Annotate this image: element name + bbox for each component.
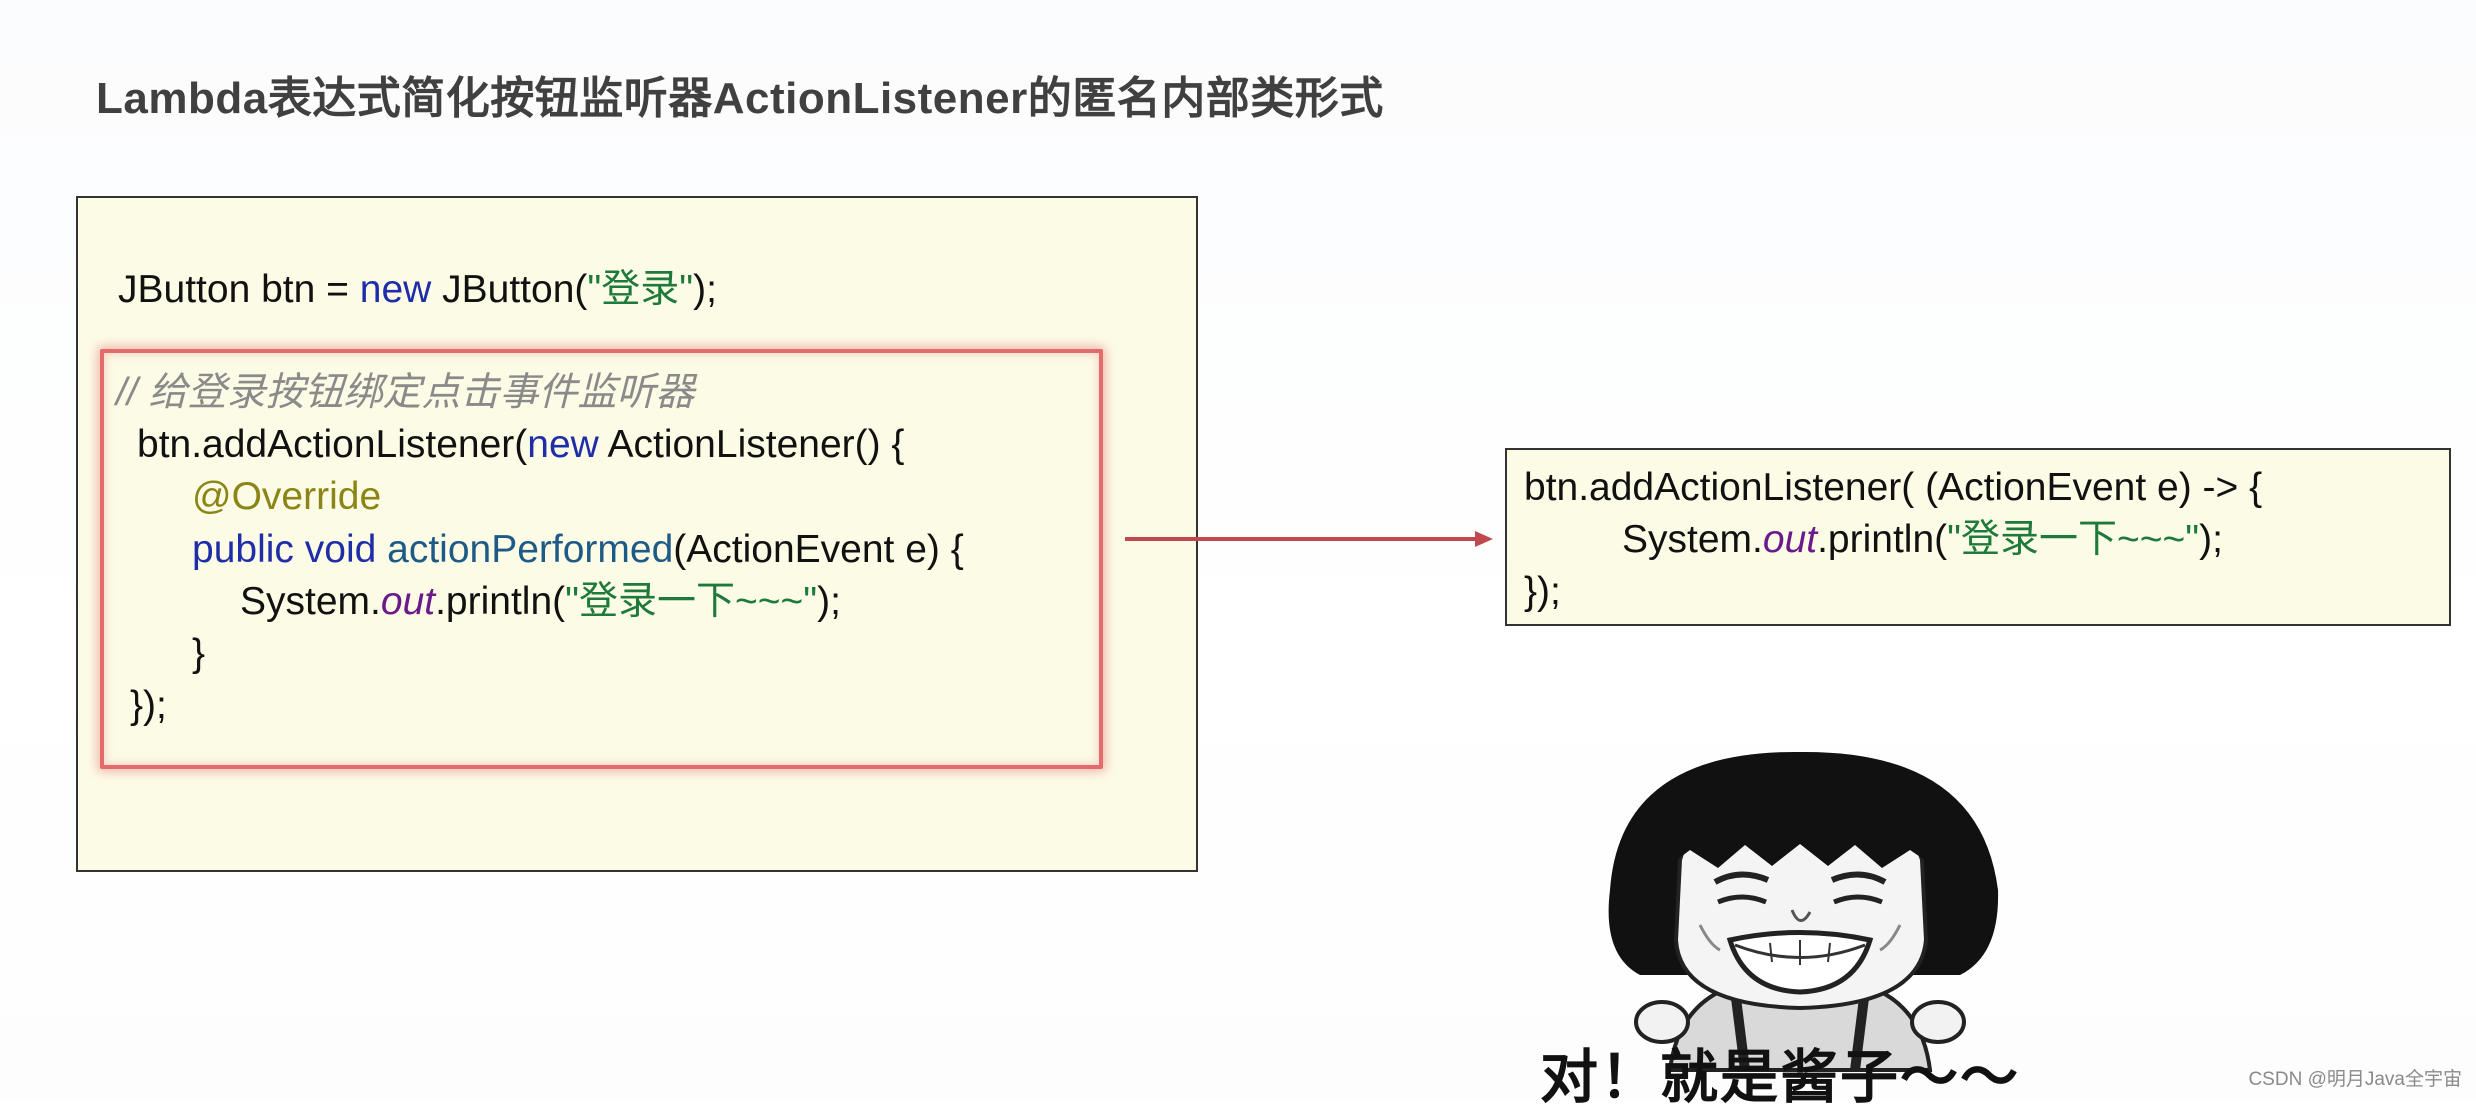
meme-caption: 对！就是酱子～～: [1540, 1043, 2021, 1111]
code-line-override: @Override: [192, 475, 382, 518]
meme-illustration: [1608, 751, 1999, 1072]
code-comment: // 给登录按钮绑定点击事件监听器: [116, 371, 695, 414]
lambda-line-add-listener: btn.addActionListener( (ActionEvent e) -…: [1524, 466, 2263, 509]
code-line-close-method: }: [192, 632, 206, 675]
code-line-close-listener: });: [130, 684, 167, 727]
csdn-watermark: CSDN @明月Java全宇宙: [2248, 1069, 2462, 1090]
code-line-jbutton: JButton btn = new JButton("登录");: [118, 268, 717, 311]
page-title: Lambda表达式简化按钮监听器ActionListener的匿名内部类形式: [96, 74, 1384, 123]
lambda-line-close: });: [1524, 570, 1561, 613]
code-line-method-signature: public void actionPerformed(ActionEvent …: [192, 528, 964, 571]
lambda-code-panel: [1505, 448, 2451, 626]
lambda-line-println: System.out.println("登录一下~~~");: [1622, 518, 2223, 561]
anonymous-class-code-panel: [76, 196, 1198, 872]
listener-highlight-box: [100, 349, 1103, 769]
code-line-add-listener: btn.addActionListener(new ActionListener…: [137, 423, 905, 466]
code-line-println: System.out.println("登录一下~~~");: [240, 580, 841, 623]
arrow-right-icon: [1125, 531, 1493, 547]
